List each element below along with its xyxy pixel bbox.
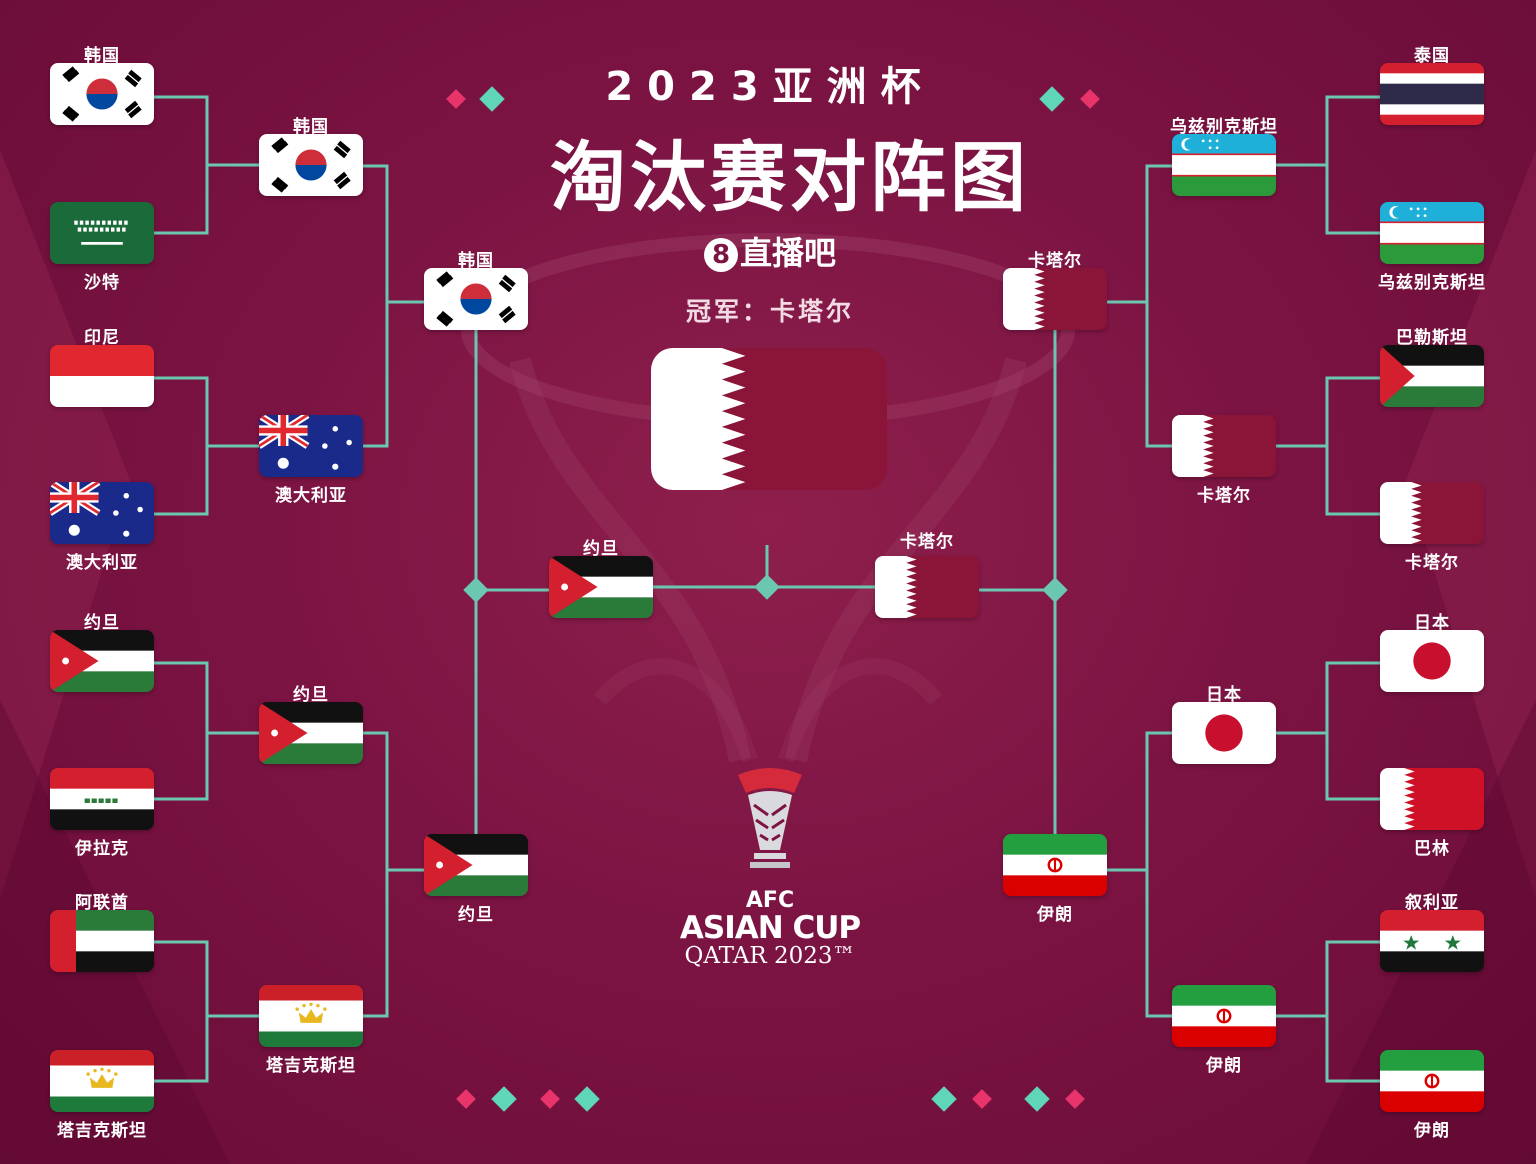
flag-uzbekistan bbox=[1380, 202, 1484, 264]
team-name: 韩国 bbox=[293, 117, 329, 137]
team-name: 塔吉克斯坦 bbox=[57, 1121, 147, 1141]
flag-qatar bbox=[875, 556, 979, 618]
flag-australia bbox=[50, 482, 154, 544]
team-name: 伊朗 bbox=[1414, 1121, 1450, 1141]
flag-uzbekistan bbox=[1172, 134, 1276, 196]
team-name: 伊朗 bbox=[1206, 1056, 1242, 1076]
flag-jordan bbox=[259, 702, 363, 764]
flag-south-korea bbox=[424, 268, 528, 330]
team-name: 巴勒斯坦 bbox=[1396, 328, 1468, 348]
flag-japan bbox=[1380, 630, 1484, 692]
team-name: 伊拉克 bbox=[75, 839, 129, 859]
team-name: 约旦 bbox=[293, 685, 329, 705]
champion-flag-qatar bbox=[651, 348, 887, 490]
flag-iraq bbox=[50, 768, 154, 830]
team-name: 澳大利亚 bbox=[66, 553, 138, 573]
flag-japan bbox=[1172, 702, 1276, 764]
team-name: 泰国 bbox=[1414, 46, 1450, 66]
flag-indonesia bbox=[50, 345, 154, 407]
flag-iran bbox=[1172, 985, 1276, 1047]
team-name: 日本 bbox=[1414, 613, 1450, 633]
flag-qatar bbox=[1003, 268, 1107, 330]
flag-iran bbox=[1003, 834, 1107, 896]
team-name: 韩国 bbox=[84, 46, 120, 66]
flag-bahrain bbox=[1380, 768, 1484, 830]
team-name: 塔吉克斯坦 bbox=[266, 1056, 356, 1076]
team-name: 约旦 bbox=[458, 905, 494, 925]
title-year-cup: 2023亚洲杯 bbox=[605, 64, 935, 110]
team-name: 乌兹别克斯坦 bbox=[1170, 117, 1278, 137]
team-name: 约旦 bbox=[583, 539, 619, 559]
title-knockout-bracket: 淘汰赛对阵图 bbox=[550, 133, 1030, 222]
flag-palestine bbox=[1380, 345, 1484, 407]
brand-name: 直播吧 bbox=[739, 234, 836, 272]
afc-asian-cup-logo: AFC ASIAN CUP QATAR 2023™ bbox=[660, 765, 880, 969]
team-name: 卡塔尔 bbox=[1197, 486, 1251, 506]
trophy-icon bbox=[738, 768, 802, 868]
flag-south-korea bbox=[50, 63, 154, 125]
team-name: 叙利亚 bbox=[1405, 893, 1459, 913]
team-name: 巴林 bbox=[1414, 839, 1450, 859]
team-name: 卡塔尔 bbox=[900, 532, 954, 552]
flag-australia bbox=[259, 415, 363, 477]
team-name: 乌兹别克斯坦 bbox=[1378, 273, 1486, 293]
flag-syria bbox=[1380, 910, 1484, 972]
flag-uae bbox=[50, 910, 154, 972]
team-name: 卡塔尔 bbox=[1028, 251, 1082, 271]
team-name: 日本 bbox=[1206, 685, 1242, 705]
flag-qatar bbox=[1380, 482, 1484, 544]
team-name: 沙特 bbox=[84, 273, 120, 293]
flag-south-korea bbox=[259, 134, 363, 196]
flag-jordan bbox=[50, 630, 154, 692]
team-name: 伊朗 bbox=[1037, 905, 1073, 925]
logo-qatar-2023: QATAR 2023™ bbox=[684, 943, 856, 969]
flag-jordan bbox=[549, 556, 653, 618]
flag-thailand bbox=[1380, 63, 1484, 125]
logo-afc: AFC bbox=[745, 888, 795, 913]
team-name: 澳大利亚 bbox=[275, 486, 347, 506]
brand-mark: 8 bbox=[703, 238, 738, 272]
flag-iran bbox=[1380, 1050, 1484, 1112]
flag-tajikistan bbox=[50, 1050, 154, 1112]
team-name: 约旦 bbox=[84, 613, 120, 633]
flag-qatar bbox=[1172, 415, 1276, 477]
team-name: 卡塔尔 bbox=[1405, 553, 1459, 573]
team-name: 阿联酋 bbox=[75, 893, 129, 913]
team-name: 韩国 bbox=[458, 251, 494, 271]
champion-label: 冠军：卡塔尔 bbox=[685, 297, 854, 326]
logo-asian-cup: ASIAN CUP bbox=[679, 910, 861, 946]
team-name: 印尼 bbox=[84, 328, 120, 348]
flag-tajikistan bbox=[259, 985, 363, 1047]
flag-jordan bbox=[424, 834, 528, 896]
flag-saudi-arabia bbox=[50, 202, 154, 264]
